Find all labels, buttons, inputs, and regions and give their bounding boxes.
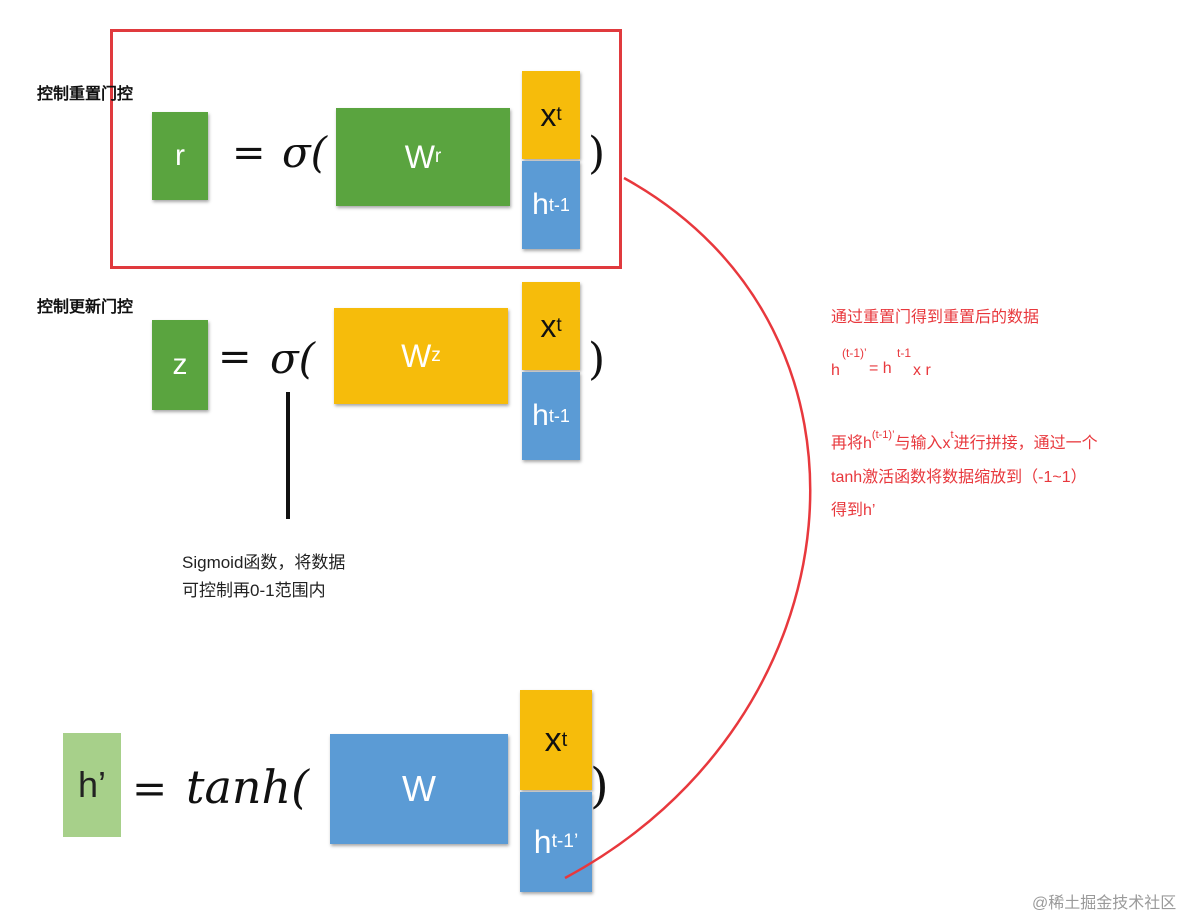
update-gate-equals: = <box>218 334 252 380</box>
candidate-x-base: x <box>544 720 562 759</box>
sigmoid-note-line2: 可控制再0-1范围内 <box>182 581 326 600</box>
reset-gate-highlight-box <box>110 29 622 269</box>
update-gate-h-base: h <box>532 399 549 432</box>
candidate-equals: = <box>132 764 168 813</box>
update-gate-z-text: z <box>172 348 188 381</box>
reset-gate-h-sup: t-1 <box>548 194 570 215</box>
annotation-line3-post: 进行拼接，通过一个 <box>953 435 1098 452</box>
reset-gate-r-text: r <box>175 139 185 172</box>
annotation-line3-sup2: t <box>950 428 954 441</box>
reset-gate-x-sup: t <box>556 104 562 125</box>
update-gate-close-paren: ) <box>588 334 606 385</box>
update-gate-x-base: x <box>540 307 557 344</box>
candidate-weight-text: W <box>402 768 436 809</box>
annotation-line5: 得到h’ <box>831 502 876 519</box>
update-gate-weight-sup: z <box>431 345 441 366</box>
watermark: @稀土掘金技术社区 <box>1032 895 1177 912</box>
annotation-formula-h1: h <box>831 362 840 379</box>
annotation-formula-eq: = h <box>869 360 892 377</box>
reset-gate-r-box: r <box>152 112 208 200</box>
candidate-h-prime-box: h’ <box>63 733 121 837</box>
update-gate-z-box: z <box>152 320 208 410</box>
reset-gate-h-base: h <box>532 188 549 221</box>
reset-to-candidate-curve-path <box>564 176 812 880</box>
reset-gate-close-paren: ) <box>588 128 606 179</box>
candidate-tanh: tanh( <box>186 760 310 814</box>
reset-gate-equals: = <box>232 130 266 176</box>
annotation-formula-h2-sup: t-1 <box>897 346 912 360</box>
reset-gate-sigma: σ( <box>282 128 328 177</box>
update-gate-x-sup: t <box>556 315 562 336</box>
annotation-line1: 通过重置门得到重置后的数据 <box>831 309 1040 326</box>
annotation-line3-sup: (t-1)’ <box>871 428 895 441</box>
annotation-formula-rest: x r <box>913 362 931 379</box>
sigmoid-note: Sigmoid函数，将数据 可控制再0-1范围内 <box>182 549 345 605</box>
update-gate-weight-base: W <box>401 337 432 374</box>
sigmoid-note-line1: Sigmoid函数，将数据 <box>182 553 346 572</box>
annotation-line3: 再将h(t-1)’与输入xt进行拼接，通过一个 <box>831 429 1098 453</box>
reset-gate-weight-base: W <box>404 138 435 175</box>
update-gate-sigma: σ( <box>270 334 316 383</box>
update-gate-label: 控制更新门控 <box>37 297 134 316</box>
annotation-formula: h (t-1)’ = h t-1 x r <box>831 346 1031 386</box>
candidate-h-base: h <box>533 823 552 860</box>
candidate-close-paren: ) <box>590 758 609 814</box>
reset-gate-x-base: x <box>540 96 557 133</box>
reset-gate-label: 控制重置门控 <box>37 84 134 103</box>
candidate-h-sup: t-1’ <box>551 831 579 852</box>
reset-gate-weight-sup: r <box>434 146 442 167</box>
candidate-weight-box: W <box>330 734 508 844</box>
candidate-x-sup: t <box>561 728 568 751</box>
annotation-line4: tanh激活函数将数据缩放到（-1~1） <box>831 469 1087 486</box>
sigmoid-pointer-line <box>286 392 290 519</box>
candidate-h-prime-text: h’ <box>77 764 107 805</box>
annotation-line3-mid: 与输入x <box>894 435 951 452</box>
update-gate-h-sup: t-1 <box>548 405 570 426</box>
annotation-formula-h1-sup: (t-1)’ <box>842 346 867 360</box>
annotation-line3-pre: 再将h <box>831 435 872 452</box>
